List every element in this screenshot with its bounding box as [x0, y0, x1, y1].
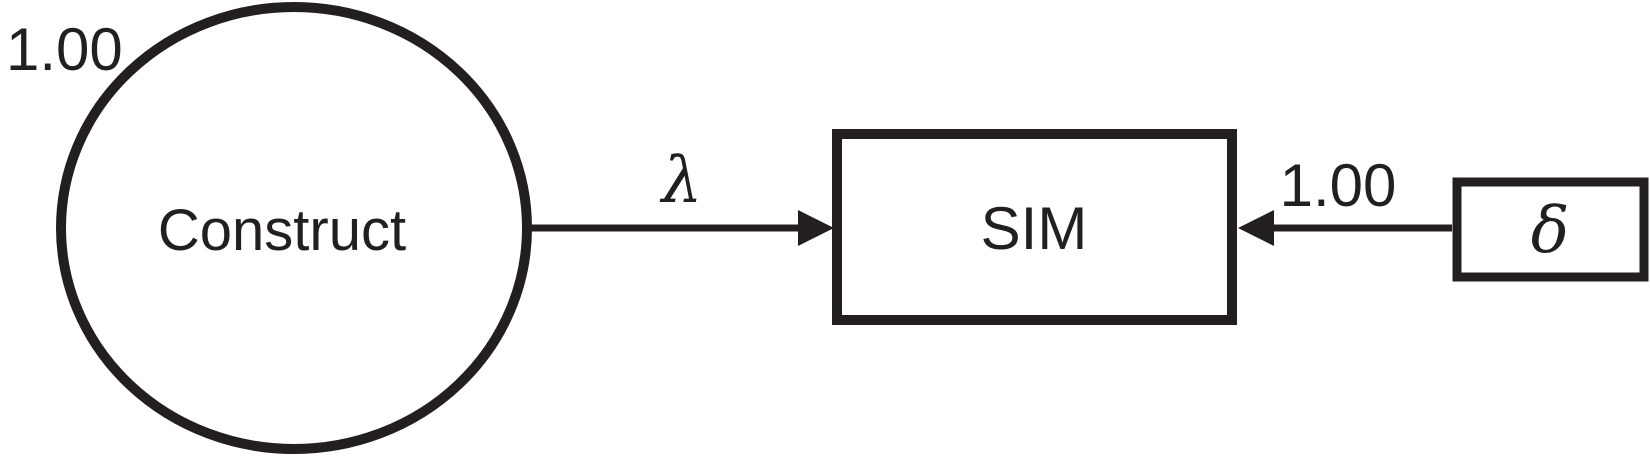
error-arrowhead-icon	[1238, 210, 1274, 246]
error-delta-rect	[1452, 177, 1649, 282]
error-weight-label: 1.00	[1280, 152, 1397, 219]
loading-arrowhead-icon	[798, 210, 834, 246]
latent-construct-label: Construct	[158, 198, 406, 263]
latent-construct-ellipse	[56, 2, 532, 454]
indicator-sim-rect	[832, 129, 1237, 325]
error-delta-label: δ	[1531, 194, 1570, 268]
loading-lambda-label: λ	[659, 144, 703, 218]
indicator-sim-label: SIM	[981, 195, 1088, 262]
construct-variance-label: 1.00	[6, 16, 123, 83]
